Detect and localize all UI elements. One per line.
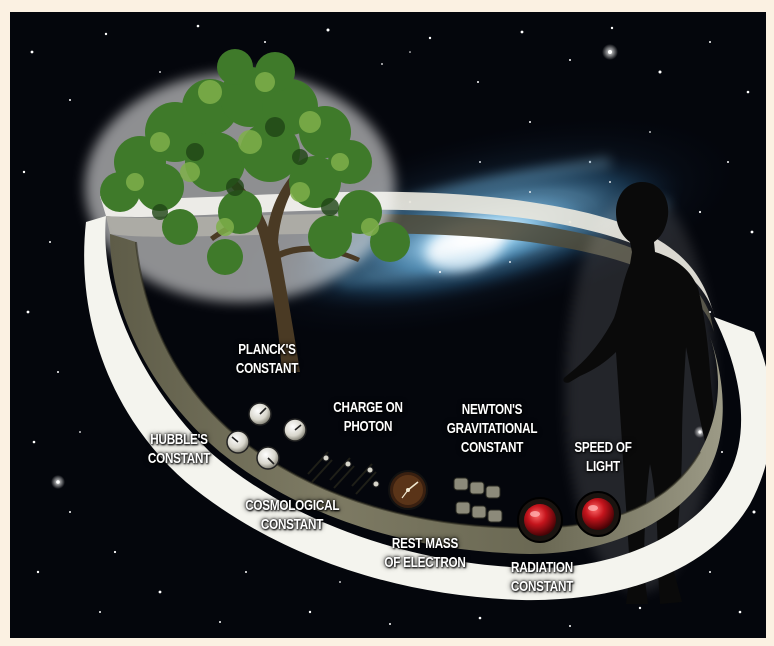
label-speed-of-light: SPEED OFLIGHT	[568, 438, 638, 476]
label-radiation-constant: RADIATIONCONSTANT	[503, 558, 581, 596]
label-charge-on-photon: CHARGE ONPHOTON	[329, 398, 407, 436]
label-cosmological-constant: COSMOLOGICALCONSTANT	[245, 496, 339, 534]
illustration-frame: PLANCK'SCONSTANT HUBBLE'SCONSTANT CHARGE…	[10, 12, 766, 638]
cylinder-weight-icon	[454, 478, 502, 522]
label-plancks-constant: PLANCK'SCONSTANT	[232, 340, 302, 378]
label-hubbles-constant: HUBBLE'SCONSTANT	[144, 430, 214, 468]
gauge-icon	[389, 471, 427, 509]
label-newtons-gravitational-constant: NEWTON'SGRAVITATIONALCONSTANT	[437, 400, 546, 457]
label-rest-mass-of-electron: REST MASSOF ELECTRON	[382, 534, 468, 572]
